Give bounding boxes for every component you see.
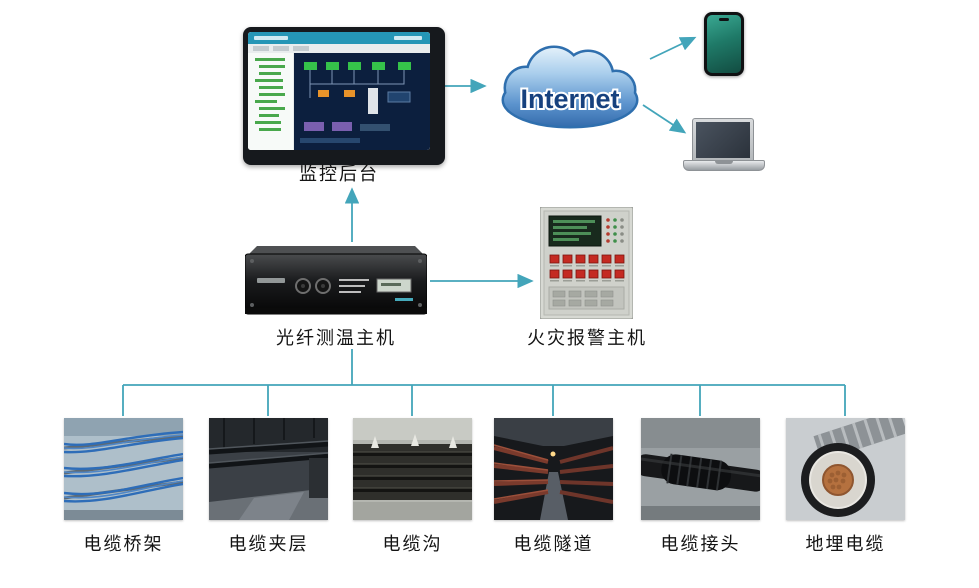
- fire-alarm-panel: [540, 207, 633, 319]
- site-label-cable-joint: 电缆接头: [660, 534, 741, 554]
- photo-cable-joint: [641, 418, 760, 520]
- laptop-icon: [692, 118, 754, 162]
- photo-cable-mezzanine: [209, 418, 328, 520]
- site-label-cable-tray: 电缆桥架: [83, 534, 164, 554]
- photo-cable-tunnel: [494, 418, 613, 520]
- internet-label: Internet: [520, 84, 619, 114]
- fire-alarm-label: 火灾报警主机: [527, 328, 647, 348]
- site-label-cable-mezzanine: 电缆夹层: [228, 534, 309, 554]
- site-label-cable-trench: 电缆沟: [382, 534, 443, 554]
- internet-cloud-icon: Internet: [501, 45, 639, 129]
- monitor-display: [243, 27, 445, 165]
- monitor-label: 监控后台: [299, 164, 379, 184]
- photo-cable-trench: [353, 418, 472, 520]
- fiber-host-device: [245, 246, 427, 315]
- site-label-cable-tunnel: 电缆隧道: [513, 534, 594, 554]
- smartphone-icon: [704, 12, 744, 76]
- photo-buried-cable: [786, 418, 905, 520]
- phone-camera-notch: [719, 18, 729, 21]
- laptop-notch: [715, 161, 733, 164]
- scada-ui-mock: [248, 32, 430, 150]
- photo-cable-tray: [64, 418, 183, 520]
- phone-screen: [707, 15, 741, 73]
- laptop-base: [683, 160, 765, 171]
- fiber-host-label: 光纤测温主机: [276, 328, 396, 348]
- laptop-display: [696, 122, 750, 158]
- arrow-internet-to-phone: [649, 36, 697, 60]
- monitor-screen: [248, 32, 430, 150]
- site-label-buried-cable: 地埋电缆: [805, 534, 886, 554]
- arrow-internet-to-laptop: [642, 104, 687, 134]
- bus-lines-host-to-sites: [122, 349, 846, 416]
